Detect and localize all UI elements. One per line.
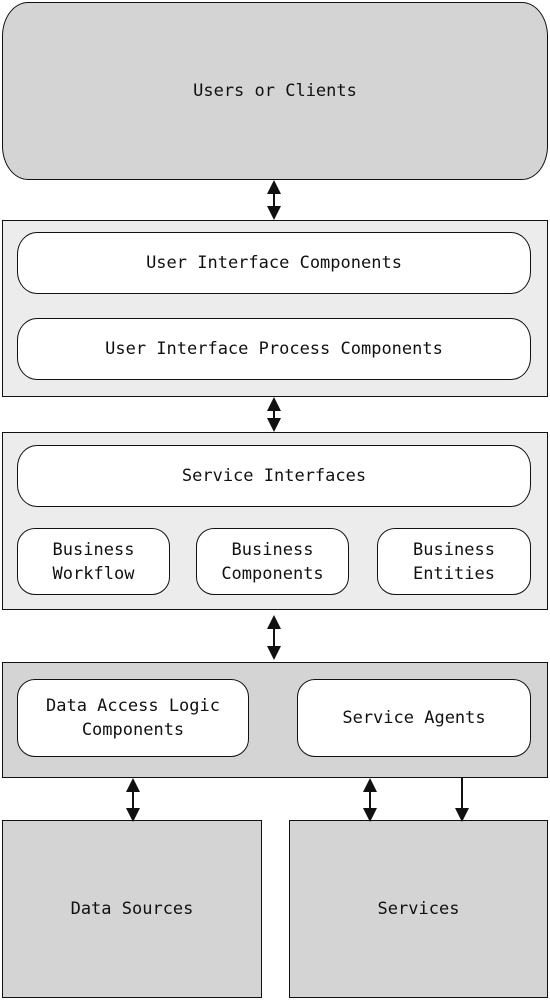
data-sources-label: Data Sources (70, 899, 194, 919)
business-components-label: Business Components (221, 539, 324, 584)
ui-process-components-label: User Interface Process Components (105, 339, 443, 359)
arrow-business-data (267, 615, 281, 660)
ui-components-label: User Interface Components (146, 253, 402, 273)
service-agents-node: Service Agents (297, 679, 531, 757)
users-or-clients-label: Users or Clients (193, 81, 357, 101)
business-workflow-node: Business Workflow (17, 528, 170, 595)
arrow-serviceagents-services (363, 778, 377, 822)
arrow-dataaccess-datasources (126, 778, 140, 822)
arrow-serviceagents-services-oneway (455, 778, 469, 822)
arrow-presentation-business (267, 397, 281, 432)
business-entities-label: Business Entities (413, 539, 495, 584)
services-label: Services (377, 899, 460, 919)
service-interfaces-node: Service Interfaces (17, 445, 531, 507)
business-components-node: Business Components (196, 528, 349, 595)
business-workflow-label: Business Workflow (52, 539, 135, 584)
data-access-logic-label: Data Access Logic Components (46, 696, 220, 740)
ui-process-components-node: User Interface Process Components (17, 318, 531, 380)
arrow-users-presentation (267, 180, 281, 220)
service-interfaces-label: Service Interfaces (181, 466, 367, 486)
business-entities-node: Business Entities (377, 528, 531, 595)
users-or-clients-node: Users or Clients (2, 2, 548, 180)
data-access-logic-node: Data Access Logic Components (17, 679, 249, 757)
service-agents-label: Service Agents (342, 708, 486, 728)
services-node: Services (289, 820, 548, 998)
ui-components-node: User Interface Components (17, 232, 531, 294)
data-sources-node: Data Sources (2, 820, 262, 998)
